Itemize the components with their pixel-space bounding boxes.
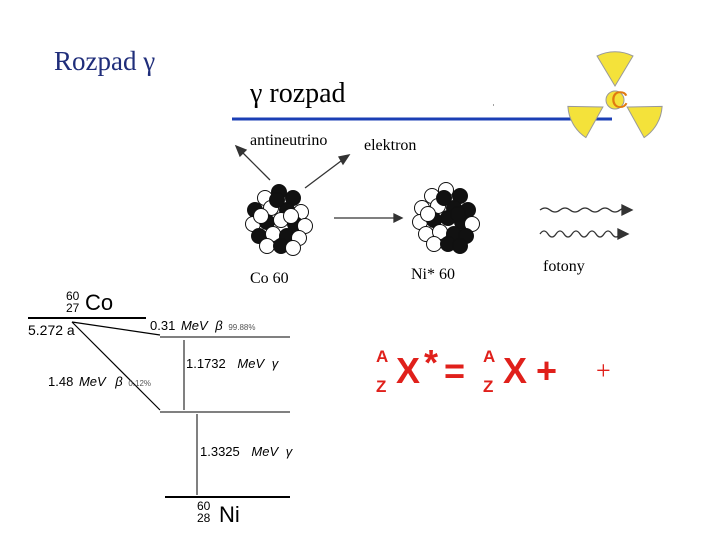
eq-mass-2: A [483, 347, 496, 366]
eq-plus-1: + [536, 350, 558, 391]
decay-arrow [334, 212, 404, 224]
beta1-row: 0.31 MeV β 99.88% [150, 318, 256, 333]
daughter-z: 28 [197, 511, 211, 525]
radiation-icon: C [567, 51, 663, 139]
decay-scheme [28, 317, 290, 498]
electron-label: elektron [364, 137, 417, 154]
svg-text:C: C [611, 87, 628, 114]
eq-x-1: X [396, 350, 421, 391]
nucleus-icon [245, 184, 313, 256]
antineutrino-arrow [234, 144, 271, 181]
eq-star: * [424, 342, 439, 383]
gamma1-row: 1.1732 MeV γ [186, 356, 279, 371]
eq-plus-2: + [596, 356, 611, 385]
nickel-label: Ni* 60 [411, 266, 455, 283]
parent-mass: 60 [66, 289, 80, 303]
eq-z-1: Z [376, 377, 387, 396]
half-life: 5.272 a [28, 322, 75, 338]
antineutrino-label: antineutrino [250, 132, 328, 149]
gamma-decay-equation: A Z X * = A Z X + + [372, 342, 632, 400]
eq-mass-1: A [376, 347, 389, 366]
cobalt-label: Co 60 [250, 270, 289, 287]
eq-z-2: Z [483, 377, 494, 396]
panel-title: γ rozpad [250, 78, 346, 109]
photons-label: fotony [543, 258, 585, 275]
gamma2-row: 1.3325 MeV γ [200, 444, 293, 459]
eq-x-2: X [503, 350, 528, 391]
daughter-mass: 60 [197, 499, 211, 513]
slide-title: Rozpad γ [54, 46, 156, 76]
eq-equals: = [444, 350, 466, 391]
daughter-symbol: Ni [219, 502, 240, 527]
beta2-row: 1.48 MeV β 0.12% [48, 374, 152, 389]
electron-arrow [304, 154, 351, 189]
photon-wave-icon [539, 203, 634, 241]
parent-z: 27 [66, 301, 80, 315]
nucleus-icon [412, 182, 480, 254]
parent-symbol: Co [85, 290, 114, 315]
